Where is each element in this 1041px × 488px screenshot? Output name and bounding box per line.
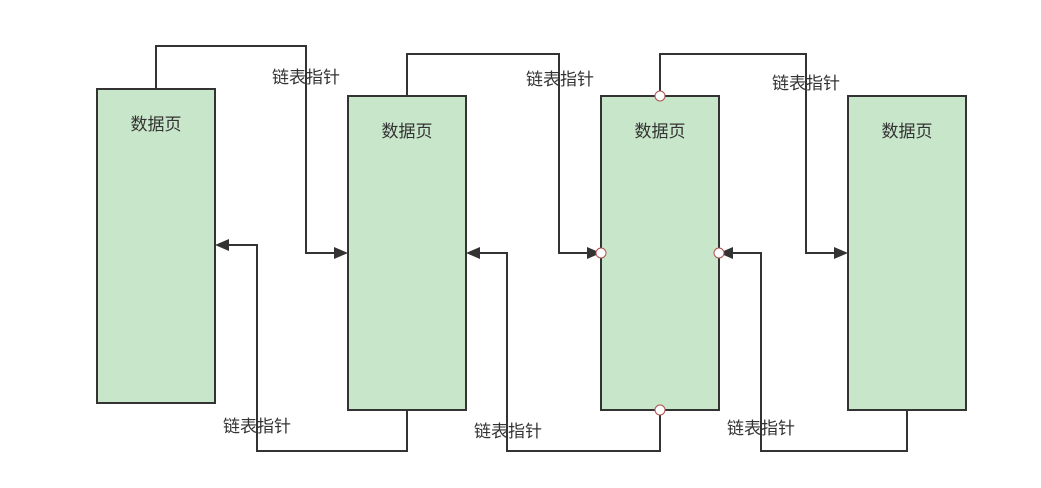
arrowhead-icon [834,247,848,259]
arrowhead-icon [334,247,348,259]
data-page-title: 数据页 [635,122,686,142]
pointer-label: 链表指针 [727,419,795,439]
backward-pointer-4-3[interactable]: 链表指针 [719,247,908,452]
arrowhead-icon [587,247,601,259]
connector-line [155,45,336,254]
data-page-box [600,95,720,411]
pointer-label: 链表指针 [474,422,542,442]
data-page-box [847,95,967,411]
arrowhead-icon [719,247,733,259]
data-page-title: 数据页 [131,115,182,135]
arrowhead-icon [215,239,229,251]
backward-pointer-2-1[interactable]: 链表指针 [215,239,408,452]
data-page-2[interactable]: 数据页 [347,95,467,411]
backward-pointer-3-2[interactable]: 链表指针 [466,247,661,452]
pointer-label: 链表指针 [272,68,340,88]
port-bottom[interactable] [654,404,666,416]
selection-ports [595,90,725,416]
data-page-box [96,88,216,404]
connector-line [406,53,589,254]
pointer-label: 链表指针 [526,70,594,90]
data-page-box [347,95,467,411]
data-page-4[interactable]: 数据页 [847,95,967,411]
port-left[interactable] [595,247,607,259]
port-right[interactable] [713,247,725,259]
forward-pointer-3-4[interactable]: 链表指针 [659,53,848,259]
port-top[interactable] [654,90,666,102]
forward-pointer-1-2[interactable]: 链表指针 [155,45,348,259]
connector-line [659,53,836,254]
pointer-label: 链表指针 [772,74,840,94]
arrowhead-icon [466,247,480,259]
connector-line [731,252,908,452]
data-page-title: 数据页 [882,122,933,142]
pointer-label: 链表指针 [223,417,291,437]
data-page-3[interactable]: 数据页 [600,95,720,411]
connector-line [478,252,661,452]
data-page-title: 数据页 [382,122,433,142]
forward-pointer-2-3[interactable]: 链表指针 [406,53,601,259]
data-page-1[interactable]: 数据页 [96,88,216,404]
connector-line [227,244,408,452]
